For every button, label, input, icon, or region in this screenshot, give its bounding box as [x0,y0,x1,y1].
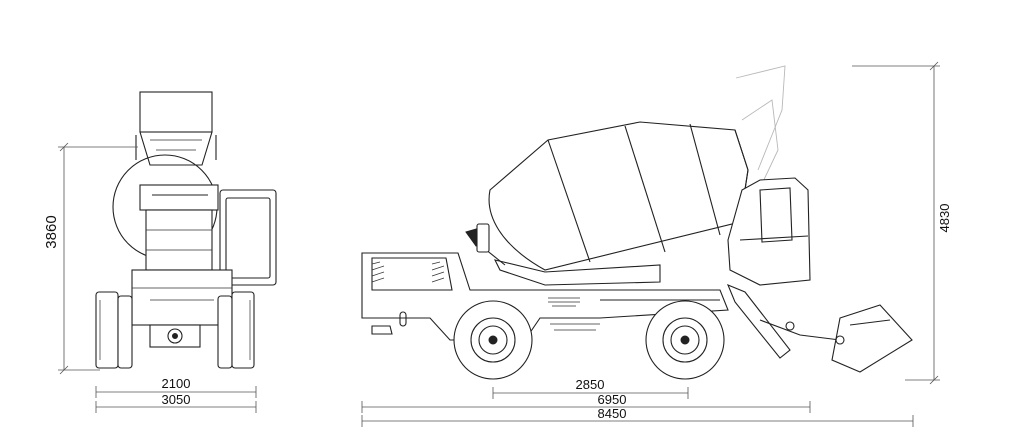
wheelbase-label: 2850 [576,377,605,392]
side-height-label: 4830 [937,204,952,233]
vent-grille-right [431,261,445,283]
body-length-label: 6950 [598,392,627,407]
front-width-label: 2100 [162,376,191,391]
side-view: 4830 2850 6950 8450 [361,61,952,427]
front-height-label: 3860 [43,215,60,248]
front-overall-width-label: 3050 [162,392,191,407]
front-wheel [453,300,533,380]
rear-wheel [645,300,725,380]
vent-grille-left [371,261,385,283]
front-view: 3860 2100 3050 [43,91,277,413]
overall-length-label: 8450 [598,406,627,421]
